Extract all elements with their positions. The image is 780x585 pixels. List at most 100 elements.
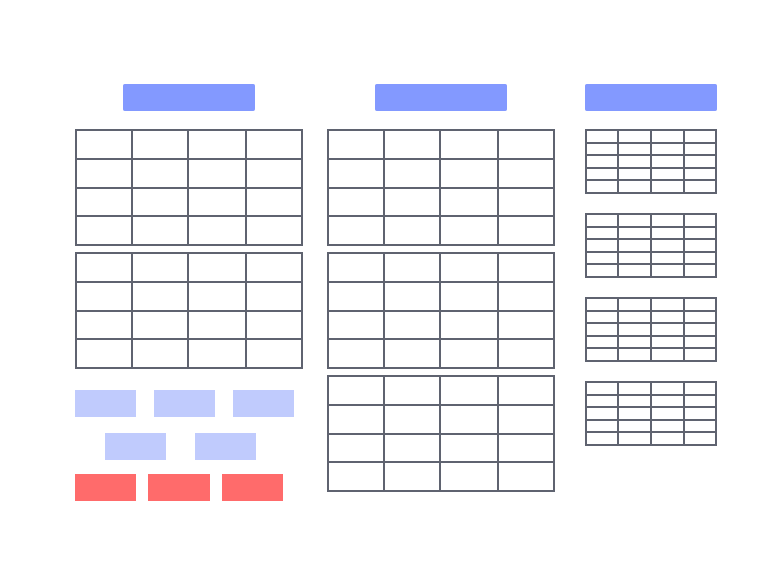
table-cell bbox=[652, 324, 686, 337]
table-cell bbox=[685, 168, 717, 182]
table-cell bbox=[587, 215, 619, 228]
table-cell bbox=[618, 252, 652, 266]
table-cell bbox=[685, 240, 717, 253]
table-cell bbox=[618, 420, 652, 434]
column-header-left bbox=[123, 84, 255, 111]
table-cell bbox=[441, 377, 500, 406]
table-cell bbox=[441, 405, 500, 435]
table-cell bbox=[499, 131, 555, 160]
table-cell bbox=[587, 324, 619, 337]
table-cell bbox=[618, 215, 652, 228]
table-cell bbox=[618, 143, 652, 157]
light-block-4 bbox=[105, 433, 166, 460]
table-cell bbox=[587, 420, 619, 434]
table-cell bbox=[189, 217, 248, 246]
table-cell bbox=[329, 463, 385, 492]
table-cell bbox=[685, 433, 717, 446]
table-cell bbox=[329, 340, 385, 369]
table-cell bbox=[618, 227, 652, 241]
table-cell bbox=[441, 340, 500, 369]
table-cell bbox=[77, 311, 133, 341]
table-cell bbox=[652, 252, 686, 266]
table-cell bbox=[384, 159, 441, 189]
table-cell bbox=[77, 188, 133, 218]
table-cell bbox=[685, 299, 717, 312]
table-cell bbox=[652, 131, 686, 144]
column-header-right bbox=[585, 84, 717, 111]
table-cell bbox=[132, 188, 189, 218]
table-cell bbox=[685, 349, 717, 362]
table-cell bbox=[618, 349, 652, 362]
table-cell bbox=[329, 311, 385, 341]
table-cell bbox=[189, 340, 248, 369]
table-cell bbox=[247, 282, 303, 312]
table-cell bbox=[247, 311, 303, 341]
right-table-4 bbox=[585, 381, 717, 446]
table-cell bbox=[587, 311, 619, 325]
table-cell bbox=[499, 463, 555, 492]
table-cell bbox=[652, 143, 686, 157]
table-cell bbox=[384, 188, 441, 218]
red-block-3 bbox=[222, 474, 283, 501]
table-cell bbox=[499, 340, 555, 369]
table-cell bbox=[618, 240, 652, 253]
table-cell bbox=[189, 159, 248, 189]
table-cell bbox=[587, 408, 619, 421]
table-cell bbox=[685, 420, 717, 434]
table-cell bbox=[618, 156, 652, 169]
table-cell bbox=[329, 405, 385, 435]
table-cell bbox=[685, 143, 717, 157]
table-cell bbox=[587, 181, 619, 194]
table-cell bbox=[652, 227, 686, 241]
table-cell bbox=[132, 282, 189, 312]
table-cell bbox=[652, 395, 686, 409]
table-cell bbox=[499, 311, 555, 341]
table-cell bbox=[384, 217, 441, 246]
table-cell bbox=[77, 254, 133, 283]
table-cell bbox=[132, 340, 189, 369]
table-cell bbox=[685, 395, 717, 409]
table-cell bbox=[618, 265, 652, 278]
table-cell bbox=[587, 156, 619, 169]
table-cell bbox=[618, 181, 652, 194]
table-cell bbox=[329, 188, 385, 218]
red-block-1 bbox=[75, 474, 136, 501]
light-block-5 bbox=[195, 433, 256, 460]
table-cell bbox=[384, 311, 441, 341]
right-table-1 bbox=[585, 129, 717, 194]
table-cell bbox=[685, 383, 717, 396]
table-cell bbox=[441, 131, 500, 160]
table-cell bbox=[247, 340, 303, 369]
right-table-2 bbox=[585, 213, 717, 278]
table-cell bbox=[329, 159, 385, 189]
table-cell bbox=[499, 254, 555, 283]
table-cell bbox=[618, 311, 652, 325]
table-cell bbox=[441, 217, 500, 246]
table-cell bbox=[652, 311, 686, 325]
table-cell bbox=[587, 168, 619, 182]
table-cell bbox=[132, 217, 189, 246]
table-cell bbox=[384, 405, 441, 435]
table-cell bbox=[329, 131, 385, 160]
table-cell bbox=[384, 434, 441, 464]
left-table-1 bbox=[75, 129, 303, 246]
table-cell bbox=[384, 377, 441, 406]
table-cell bbox=[652, 336, 686, 350]
table-cell bbox=[685, 252, 717, 266]
table-cell bbox=[652, 181, 686, 194]
table-cell bbox=[685, 181, 717, 194]
table-cell bbox=[189, 188, 248, 218]
table-cell bbox=[499, 377, 555, 406]
table-cell bbox=[587, 265, 619, 278]
table-cell bbox=[587, 395, 619, 409]
light-block-1 bbox=[75, 390, 136, 417]
table-cell bbox=[587, 349, 619, 362]
table-cell bbox=[384, 254, 441, 283]
table-cell bbox=[441, 254, 500, 283]
middle-table-3 bbox=[327, 375, 555, 492]
table-cell bbox=[499, 217, 555, 246]
table-cell bbox=[685, 324, 717, 337]
table-cell bbox=[652, 349, 686, 362]
table-cell bbox=[685, 131, 717, 144]
table-cell bbox=[587, 227, 619, 241]
